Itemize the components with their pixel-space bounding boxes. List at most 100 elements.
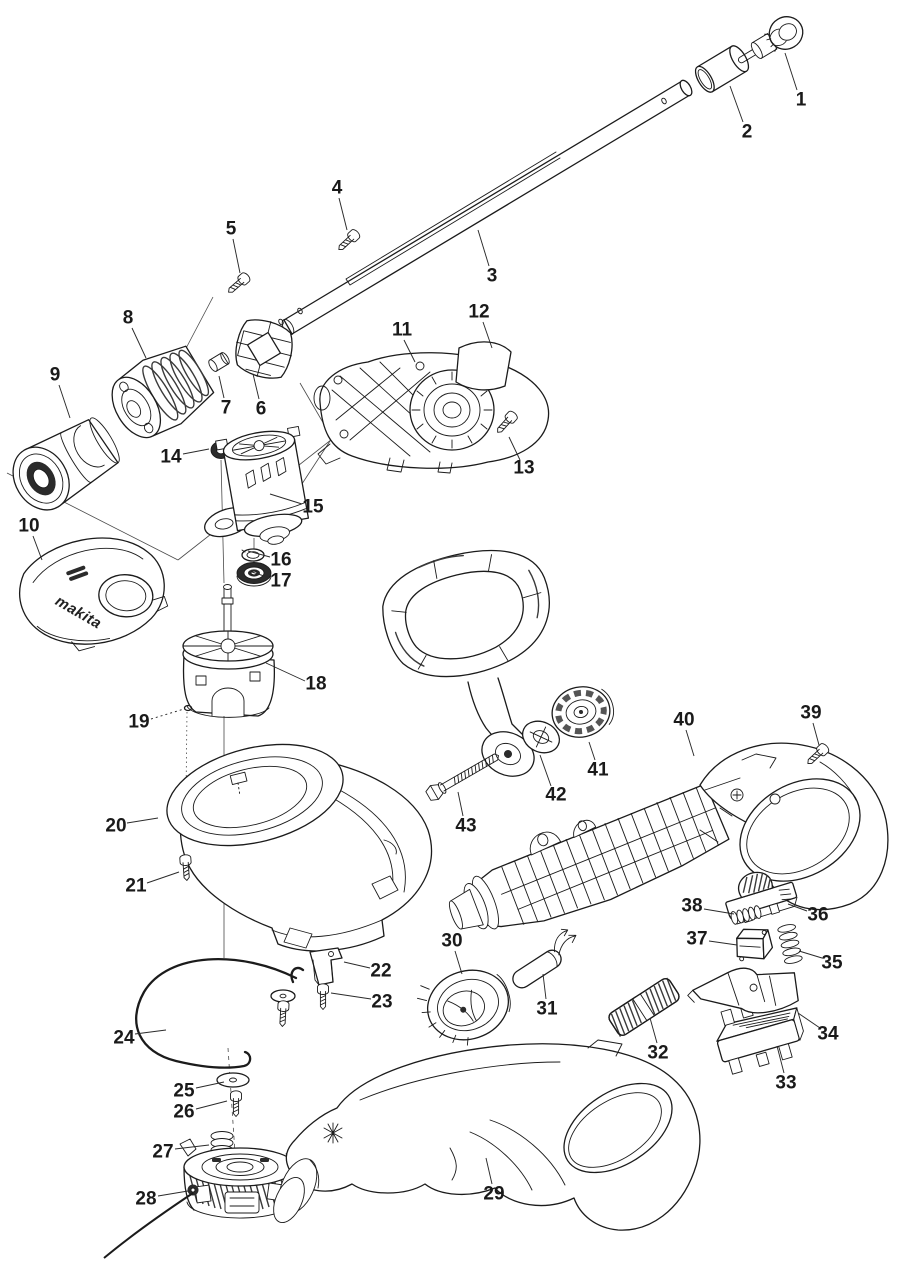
- part-22-bracket-drawing: [309, 947, 343, 986]
- part-leader-1: [784, 52, 798, 91]
- washer-pair-screw-drawing: [276, 1000, 290, 1028]
- part-label-35: 35: [821, 953, 843, 974]
- part-6-clamp-plate-drawing: [235, 319, 293, 379]
- part-31-capacitor-drawing: [512, 928, 577, 989]
- part-7-pin-drawing: [208, 352, 230, 372]
- part-1-cap-drawing: [738, 16, 804, 64]
- part-leader-22: [343, 961, 371, 969]
- part-23-screw-drawing: [317, 983, 329, 1010]
- part-leader-7: [218, 375, 225, 399]
- part-40-upper-handle-drawing: [448, 742, 889, 930]
- part-leader-35: [798, 950, 823, 959]
- part-35-spring-drawing: [777, 924, 803, 964]
- part-4-screw-drawing: [334, 227, 362, 254]
- part-32-contact-strip-drawing: [608, 977, 680, 1037]
- part-2-sleeve-drawing: [694, 45, 750, 93]
- part-leader-8: [131, 327, 147, 359]
- part-25-washer-drawing: [216, 1072, 250, 1088]
- part-leader-20: [126, 817, 159, 824]
- part-label-2: 2: [742, 122, 753, 143]
- part-leader-5: [232, 238, 241, 274]
- part-label-43: 43: [455, 816, 476, 837]
- part-leader-4: [338, 197, 348, 231]
- part-leader-26: [195, 1100, 228, 1110]
- part-label-9: 9: [50, 365, 61, 386]
- callout-annotations: 1234567891011121314151617181920212223242…: [18, 52, 843, 1210]
- part-label-40: 40: [673, 710, 694, 731]
- part-label-14: 14: [160, 447, 182, 468]
- part-10-cover-drawing: makita: [19, 537, 169, 652]
- part-label-20: 20: [105, 816, 126, 837]
- part-label-41: 41: [587, 760, 609, 781]
- part-leader-39: [812, 722, 820, 746]
- part-3-shaft-pipe-drawing: [278, 79, 693, 336]
- part-label-24: 24: [113, 1028, 135, 1049]
- starburst-detail: [323, 1122, 343, 1144]
- part-leader-3: [477, 229, 490, 267]
- part-label-10: 10: [18, 516, 39, 537]
- part-43-bolt-drawing: [425, 753, 499, 801]
- part-leader-36: [787, 903, 808, 912]
- part-label-7: 7: [221, 398, 232, 419]
- part-36-switch-button-drawing: [725, 871, 798, 925]
- part-label-17: 17: [270, 571, 291, 592]
- part-label-28: 28: [135, 1189, 156, 1210]
- part-leader-34: [797, 1012, 821, 1029]
- washer-screw-pair-drawing: [270, 989, 296, 1003]
- part-label-34: 34: [817, 1024, 839, 1045]
- part-label-13: 13: [513, 458, 534, 479]
- part-leader-6: [252, 373, 260, 400]
- part-label-6: 6: [256, 399, 267, 420]
- part-leader-31: [542, 973, 547, 1000]
- part-label-39: 39: [800, 703, 821, 724]
- part-label-31: 31: [536, 999, 558, 1020]
- part-leader-14: [182, 448, 210, 455]
- part-leader-24: [134, 1029, 167, 1035]
- part-42-loop-handle-clamp-drawing: [382, 549, 560, 777]
- part-leader-40: [685, 729, 695, 757]
- part-label-21: 21: [125, 876, 147, 897]
- part-33-switch-drawing: [716, 1001, 804, 1075]
- part-leader-33: [776, 1045, 785, 1074]
- part-9-housing-cylinder-drawing: [12, 417, 120, 511]
- part-leader-13: [508, 436, 521, 461]
- part-label-18: 18: [305, 674, 326, 695]
- part-label-15: 15: [302, 497, 324, 518]
- part-18-fan-rotor-drawing: [182, 584, 276, 718]
- part-leader-19: [150, 708, 185, 720]
- part-label-36: 36: [807, 905, 828, 926]
- part-leader-23: [330, 992, 372, 1000]
- part-label-38: 38: [681, 896, 702, 917]
- part-leader-12: [482, 321, 493, 349]
- part-label-5: 5: [226, 219, 237, 240]
- part-19-oring-drawing: [183, 704, 193, 712]
- part-28-spool-drawing: [103, 1138, 303, 1259]
- part-leader-10: [32, 535, 43, 561]
- part-24-bail-wire-drawing: [135, 958, 305, 1069]
- part-label-30: 30: [441, 931, 462, 952]
- part-label-37: 37: [686, 929, 707, 950]
- part-leader-18: [265, 662, 306, 682]
- part-38-spring-drawing: [730, 905, 762, 925]
- part-5-screw-drawing: [224, 270, 253, 297]
- part-label-22: 22: [370, 961, 391, 982]
- part-41-knob-drawing: [551, 686, 614, 738]
- part-leader-28: [157, 1190, 189, 1197]
- part-label-12: 12: [468, 302, 489, 323]
- part-label-19: 19: [128, 712, 149, 733]
- part-label-26: 26: [173, 1102, 194, 1123]
- part-label-4: 4: [332, 178, 343, 199]
- part-label-8: 8: [123, 308, 134, 329]
- part-label-42: 42: [545, 785, 566, 806]
- part-leader-9: [58, 384, 71, 419]
- part-8-spindle-housing-drawing: [111, 345, 215, 439]
- part-label-11: 11: [392, 320, 413, 341]
- part-label-16: 16: [270, 550, 291, 571]
- part-leader-11: [403, 339, 416, 363]
- part-leader-37: [708, 940, 738, 946]
- part-label-23: 23: [371, 992, 392, 1013]
- part-leader-21: [146, 871, 180, 884]
- part-label-3: 3: [487, 266, 498, 287]
- part-leader-43: [457, 791, 464, 817]
- part-leader-25: [195, 1081, 225, 1089]
